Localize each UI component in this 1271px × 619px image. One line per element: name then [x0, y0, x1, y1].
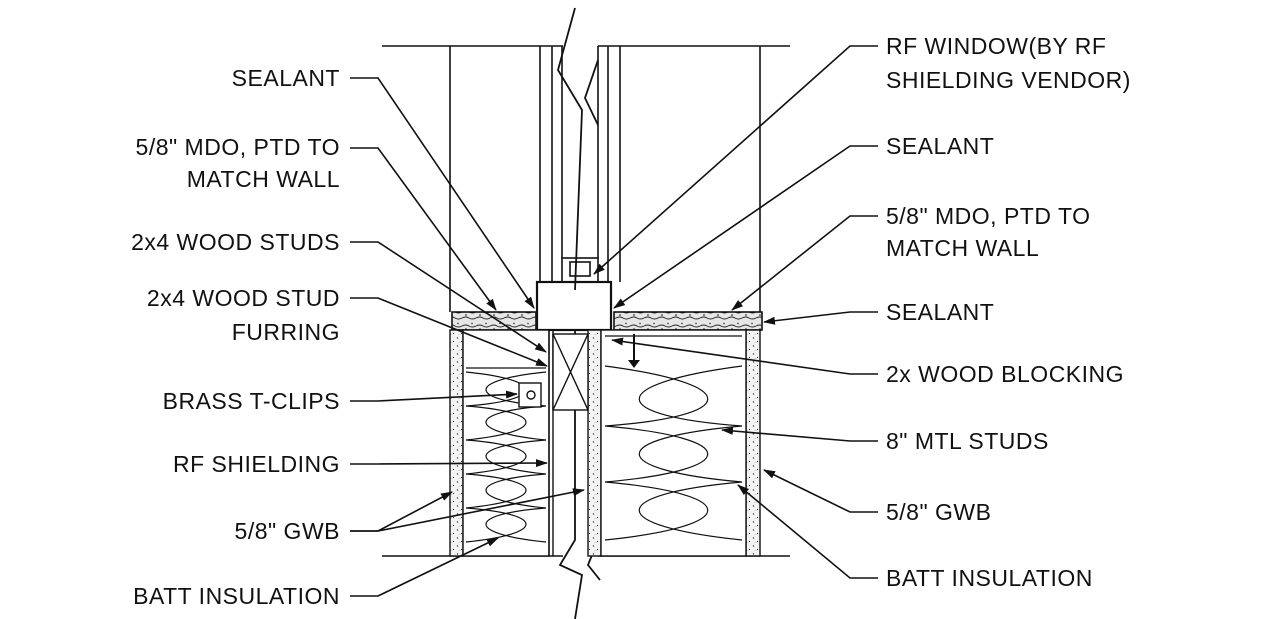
wood-stud-furring: [552, 333, 589, 411]
wood-stud-cavity-left: [462, 329, 550, 557]
label-mdo-right-line2: MATCH WALL: [886, 235, 1039, 261]
label-gwb-left: 5/8" GWB: [235, 518, 340, 544]
wood-blocking: [628, 334, 640, 368]
gwb-left-outer: [449, 329, 464, 557]
batt-insulation-right: [604, 365, 743, 541]
gwb-right-outer: [745, 329, 761, 557]
label-wood-blocking: 2x WOOD BLOCKING: [886, 361, 1124, 387]
label-rf-window-line1: RF WINDOW(BY RF: [886, 33, 1106, 59]
label-mtl-studs: 8" MTL STUDS: [886, 428, 1049, 454]
metal-stud-cavity-right: [600, 329, 747, 557]
leader-lines: [350, 45, 878, 597]
mdo-trim-left: [451, 311, 537, 331]
label-mdo-left-line1: 5/8" MDO, PTD TO: [136, 134, 340, 160]
break-line: [557, 7, 601, 619]
label-mdo-left-line2: MATCH WALL: [187, 166, 340, 192]
label-rf-window-line2: SHIELDING VENDOR): [886, 67, 1131, 93]
label-mdo-right-line1: 5/8" MDO, PTD TO: [886, 203, 1090, 229]
label-sealant-right-top: SEALANT: [886, 133, 994, 159]
label-stud-furring-line1: 2x4 WOOD STUD: [147, 285, 340, 311]
label-batt-insulation-right: BATT INSULATION: [886, 565, 1093, 591]
right-labels: RF WINDOW(BY RF SHIELDING VENDOR) SEALAN…: [886, 33, 1131, 591]
label-batt-insulation-left: BATT INSULATION: [133, 583, 340, 609]
brass-t-clip: [518, 382, 542, 408]
label-brass-clips: BRASS T-CLIPS: [163, 388, 340, 414]
label-sealant-left: SEALANT: [232, 65, 340, 91]
label-wood-studs: 2x4 WOOD STUDS: [131, 229, 340, 255]
label-stud-furring-line2: FURRING: [232, 319, 340, 345]
left-labels: SEALANT 5/8" MDO, PTD TO MATCH WALL 2x4 …: [131, 65, 340, 609]
gwb-center: [587, 329, 602, 557]
label-gwb-right: 5/8" GWB: [886, 499, 991, 525]
label-sealant-right-bottom: SEALANT: [886, 299, 994, 325]
mdo-trim-right: [613, 311, 763, 331]
label-rf-shielding: RF SHIELDING: [173, 451, 340, 477]
